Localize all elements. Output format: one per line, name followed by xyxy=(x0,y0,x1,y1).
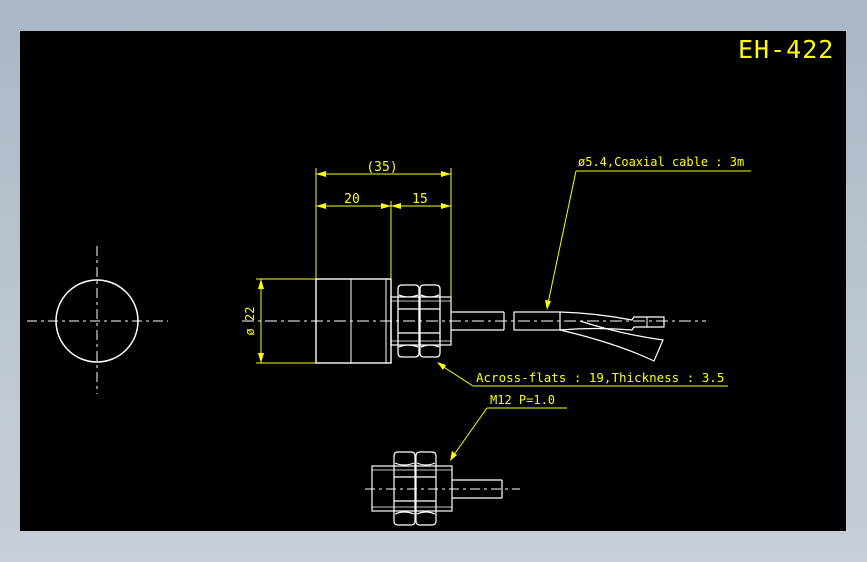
cable-wire-split xyxy=(559,311,665,331)
side-view xyxy=(242,278,706,364)
cable-lower-branch xyxy=(559,320,664,362)
leader-lines xyxy=(437,170,751,461)
drawing-title: EH-422 xyxy=(738,35,834,64)
dim-diameter-label: ø 22 xyxy=(243,307,257,336)
cable-callout: ø5.4,Coaxial cable : 3m xyxy=(578,155,744,169)
dim-body-label: 20 xyxy=(344,192,360,207)
hex-nut-1 xyxy=(397,284,420,358)
detail-thread xyxy=(371,465,453,512)
nut-callout: Across-flats : 19,Thickness : 3.5 xyxy=(476,370,724,385)
detail-nut-1 xyxy=(393,451,416,526)
dim-thread-label: 15 xyxy=(412,192,428,207)
drawing-frame: EH-422 xyxy=(20,31,846,531)
cad-drawing: EH-422 xyxy=(27,35,834,526)
detail-nut-2 xyxy=(415,451,437,526)
thread-detail-view xyxy=(365,451,520,526)
end-view xyxy=(27,246,168,394)
dimension-lines xyxy=(256,168,452,364)
cable-jacket xyxy=(513,311,561,331)
hex-nut-2 xyxy=(419,284,441,358)
dim-overall-label: (35) xyxy=(366,160,397,175)
threaded-section xyxy=(390,296,452,346)
thread-callout: M12 P=1.0 xyxy=(490,393,555,407)
